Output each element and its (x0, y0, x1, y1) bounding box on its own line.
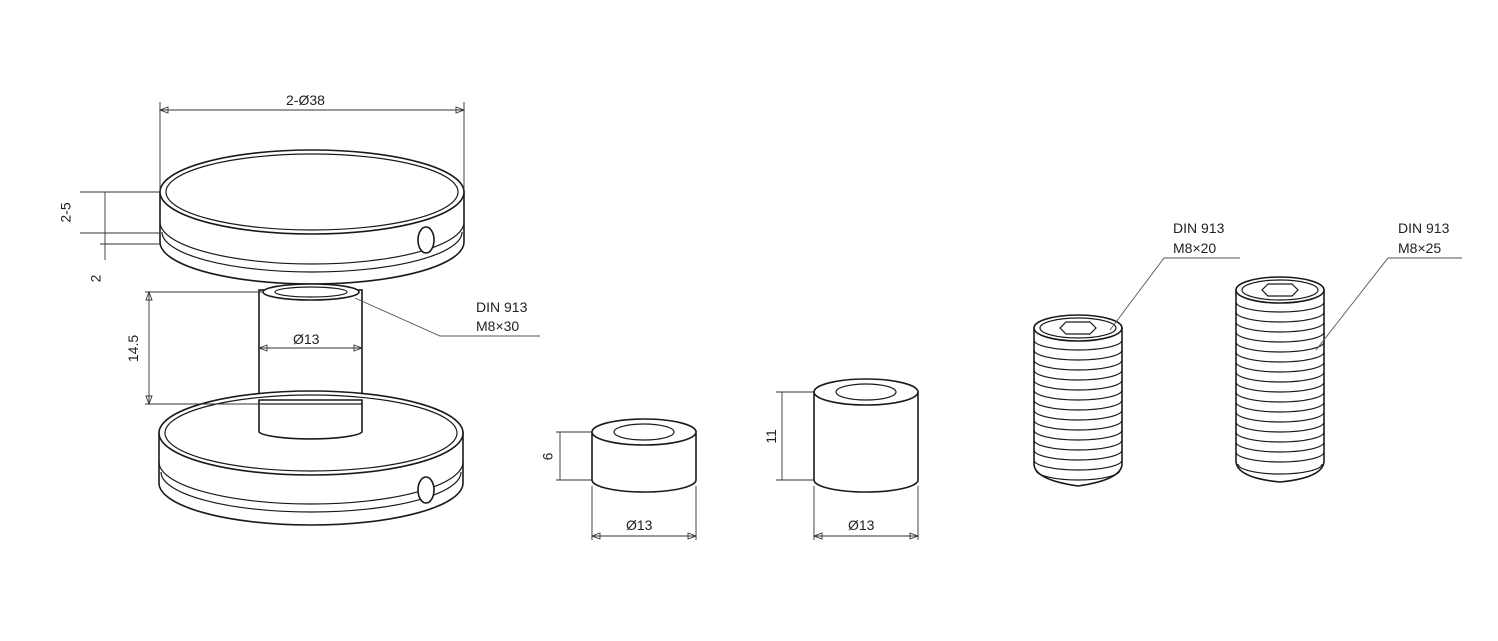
short-spacer-diameter-label: Ø13 (626, 517, 653, 533)
screw-b-size: M8×25 (1398, 240, 1442, 256)
disc-diameter-label: 2-Ø38 (286, 92, 325, 108)
screw-main-size: M8×30 (476, 318, 520, 334)
spacer-diameter-label: Ø13 (293, 331, 320, 347)
tall-spacer (776, 378, 920, 540)
gap-label: 2 (87, 274, 104, 283)
set-screw-m8x20 (1033, 257, 1240, 487)
tall-spacer-diameter-label: Ø13 (848, 517, 875, 533)
short-spacer (556, 418, 698, 540)
top-disc (159, 149, 465, 285)
screw-a-size: M8×20 (1173, 240, 1217, 256)
dimension-lines (80, 102, 540, 406)
spacer-height-label: 14.5 (125, 334, 142, 363)
screw-a-standard: DIN 913 (1173, 220, 1225, 236)
bottom-disc (158, 390, 464, 526)
set-screw-m8x25 (1235, 257, 1462, 483)
assembly (80, 102, 540, 526)
screw-b-standard: DIN 913 (1398, 220, 1450, 236)
disc-thickness-label: 2-5 (57, 202, 74, 223)
tall-spacer-height-label: 11 (762, 429, 779, 444)
screw-main-standard: DIN 913 (476, 299, 528, 315)
short-spacer-height-label: 6 (539, 452, 556, 461)
